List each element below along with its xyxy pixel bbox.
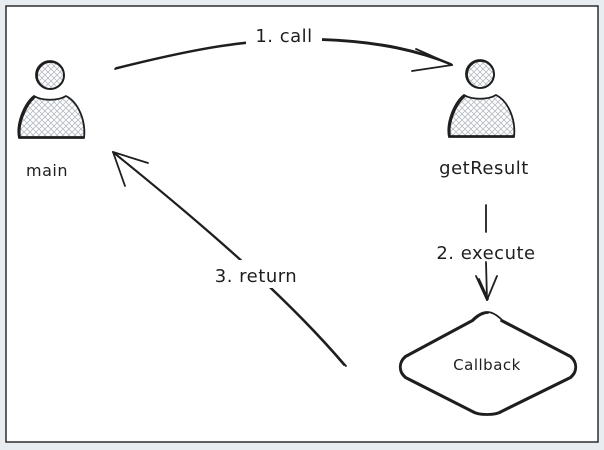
execute-arrow-label: 2. execute bbox=[436, 243, 535, 264]
main-actor-icon bbox=[17, 60, 86, 139]
diagram-board bbox=[5, 5, 599, 443]
main-actor-label: main bbox=[26, 161, 68, 180]
getresult-actor-label: getResult bbox=[439, 158, 529, 179]
call-arrow-label: 1. call bbox=[255, 26, 312, 47]
callback-label: Callback bbox=[453, 356, 521, 374]
callback-shape bbox=[398, 311, 578, 416]
getresult-actor-icon bbox=[447, 59, 516, 138]
call-label-bg bbox=[246, 23, 322, 47]
return-arrow-label: 3. return bbox=[215, 266, 297, 287]
execute-arrow bbox=[475, 204, 498, 301]
return-label-bg bbox=[194, 260, 318, 288]
